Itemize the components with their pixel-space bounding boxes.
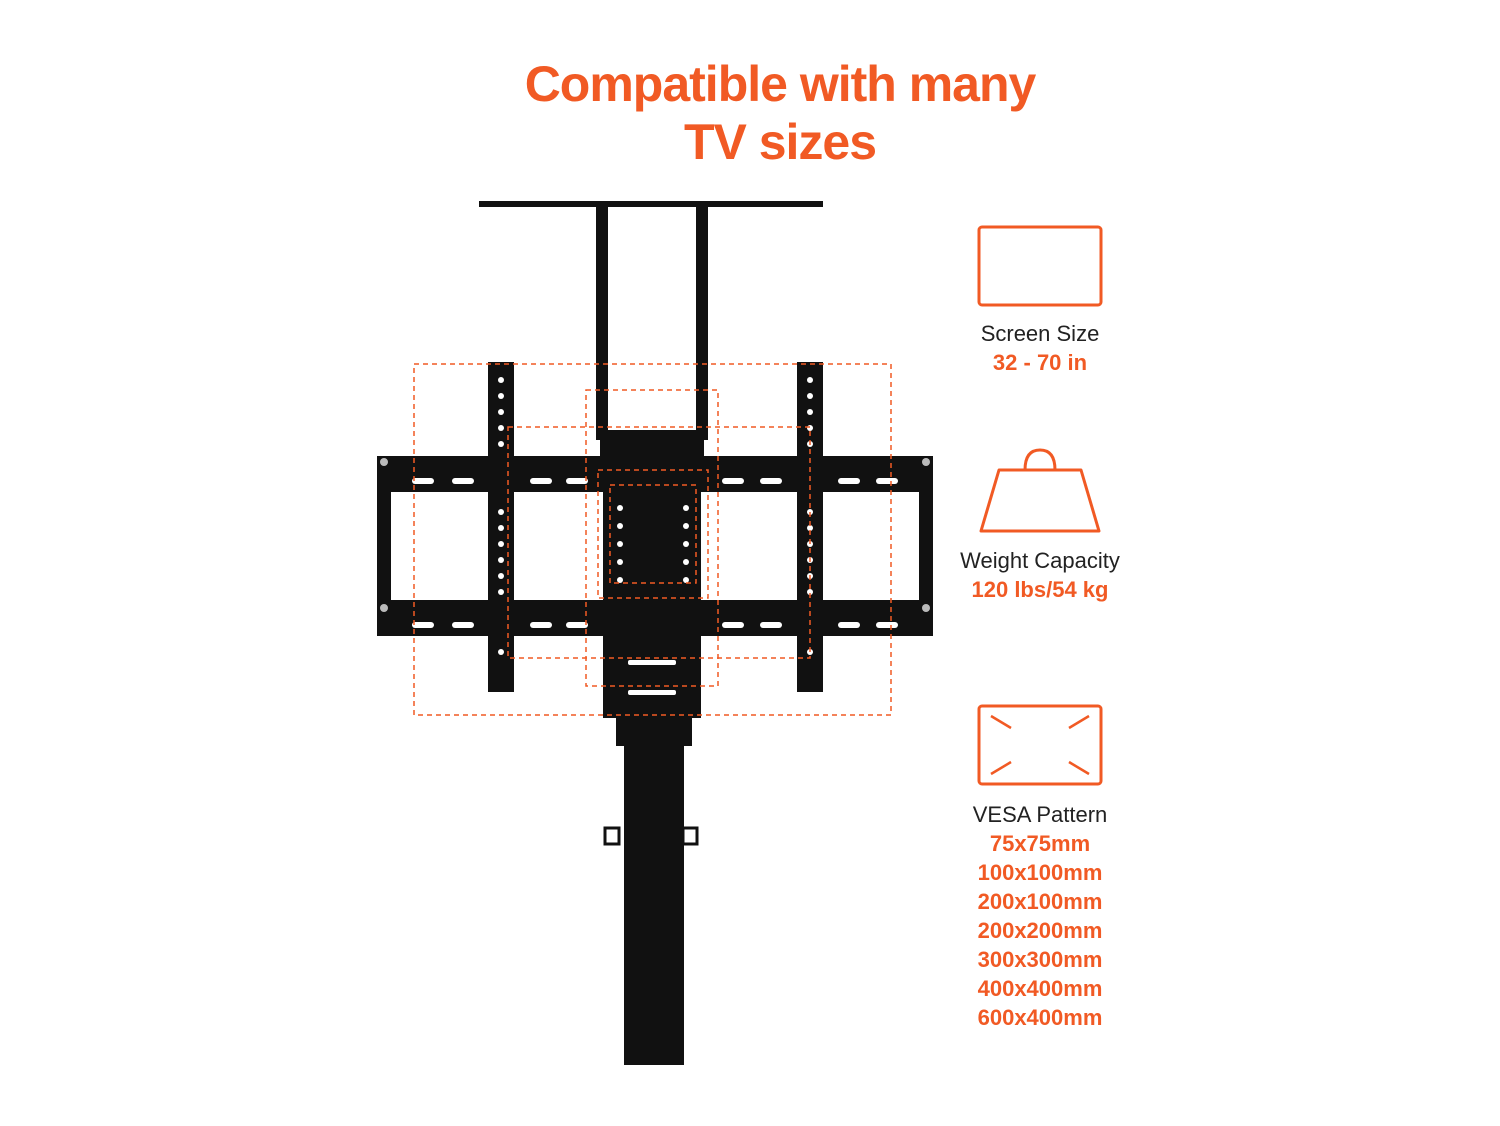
vesa-value: 400x400mm (977, 976, 1103, 1001)
title-line-1: Compatible with many (524, 56, 1037, 112)
vesa-value: 200x100mm (977, 889, 1103, 914)
vesa-value: 200x200mm (977, 918, 1103, 943)
vesa-values: 75x75mm 100x100mm 200x100mm 200x200mm 30… (940, 829, 1140, 1032)
weight-icon (979, 448, 1101, 533)
vesa-value: 75x75mm (989, 831, 1091, 856)
screen-size-label: Screen Size (980, 321, 1100, 346)
spec-vesa-pattern: VESA Pattern 75x75mm 100x100mm 200x100mm… (940, 704, 1140, 1032)
vesa-value: 600x400mm (977, 1005, 1103, 1030)
page-title: Compatible with many TV sizes (0, 55, 1500, 171)
weight-label: Weight Capacity (960, 548, 1120, 573)
spec-screen-size: Screen Size 32 - 70 in (940, 225, 1140, 377)
vesa-label: VESA Pattern (972, 802, 1108, 827)
vesa-value: 100x100mm (977, 860, 1103, 885)
screen-size-value: 32 - 70 in (992, 350, 1088, 375)
weight-value: 120 lbs/54 kg (971, 577, 1109, 602)
screen-icon (977, 225, 1103, 307)
vesa-value: 300x300mm (977, 947, 1103, 972)
spec-weight-capacity: Weight Capacity 120 lbs/54 kg (940, 448, 1140, 604)
vesa-icon (977, 704, 1103, 786)
title-line-2: TV sizes (683, 114, 877, 170)
